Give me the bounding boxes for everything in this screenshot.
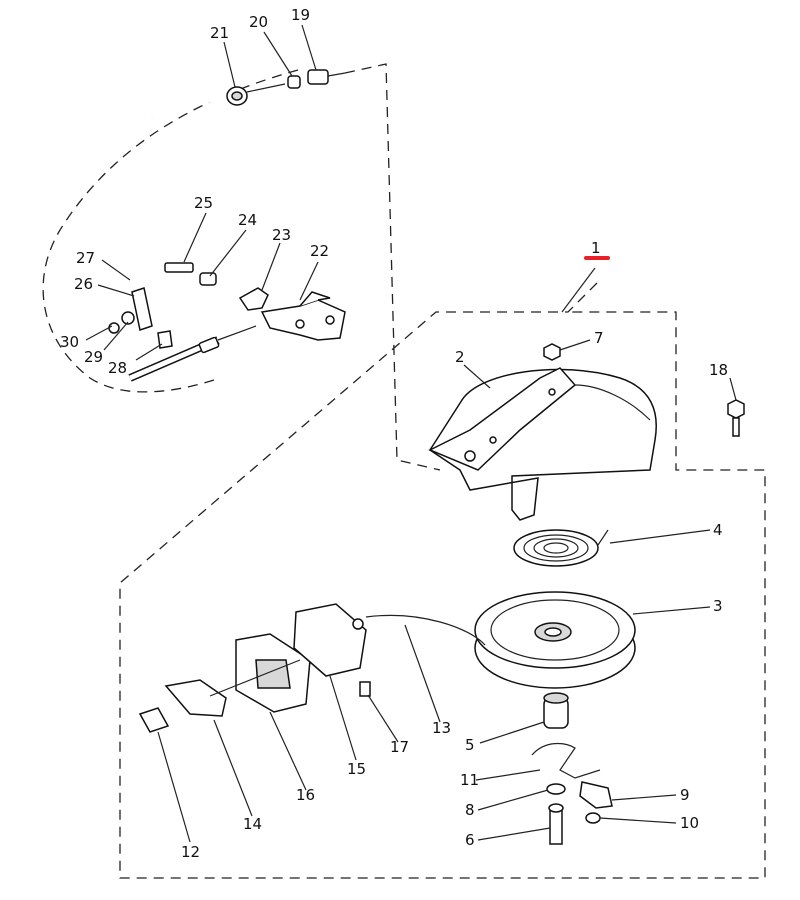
callout-8: 8: [465, 801, 475, 819]
callout-28: 28: [108, 359, 127, 377]
callout-22: 22: [310, 242, 329, 260]
small-fasteners: [543, 343, 745, 437]
cable-end-parts: [151, 69, 346, 121]
callout-24: 24: [238, 211, 257, 229]
starter-case: [428, 367, 657, 521]
callout-12: 12: [181, 843, 200, 861]
callout-18: 18: [709, 361, 728, 379]
callout-13: 13: [432, 719, 451, 737]
callout-26: 26: [74, 275, 93, 293]
callout-6: 6: [465, 831, 475, 849]
callout-17: 17: [390, 738, 409, 756]
pawl-parts: [531, 692, 613, 845]
callout-7: 7: [594, 329, 604, 347]
callout-4: 4: [713, 521, 723, 539]
callout-30: 30: [60, 333, 79, 351]
callout-5: 5: [465, 736, 475, 754]
callout-19: 19: [291, 6, 310, 24]
linkage-parts: [108, 262, 346, 382]
callout-16: 16: [296, 786, 315, 804]
callout-29: 29: [84, 348, 103, 366]
callout-3: 3: [713, 597, 723, 615]
callout-21: 21: [210, 24, 229, 42]
callout-11: 11: [460, 771, 479, 789]
group-outlines: [42, 63, 766, 879]
callout-2: 2: [455, 348, 465, 366]
callout-25: 25: [194, 194, 213, 212]
leader-lines: [85, 24, 737, 843]
callout-9: 9: [680, 786, 690, 804]
callout-1: 1: [591, 239, 601, 257]
callout-labels: 1 2 3 4 5 6 7 8 9 10 11 12 13 14 15 16 1…: [60, 6, 728, 861]
callout-23: 23: [272, 226, 291, 244]
recoil-spring: [513, 529, 609, 567]
handle-parts: [138, 603, 486, 733]
pulley: [474, 591, 636, 689]
callout-27: 27: [76, 249, 95, 267]
callout-10: 10: [680, 814, 699, 832]
callout-20: 20: [249, 13, 268, 31]
callout-15: 15: [347, 760, 366, 778]
callout-14: 14: [243, 815, 262, 833]
